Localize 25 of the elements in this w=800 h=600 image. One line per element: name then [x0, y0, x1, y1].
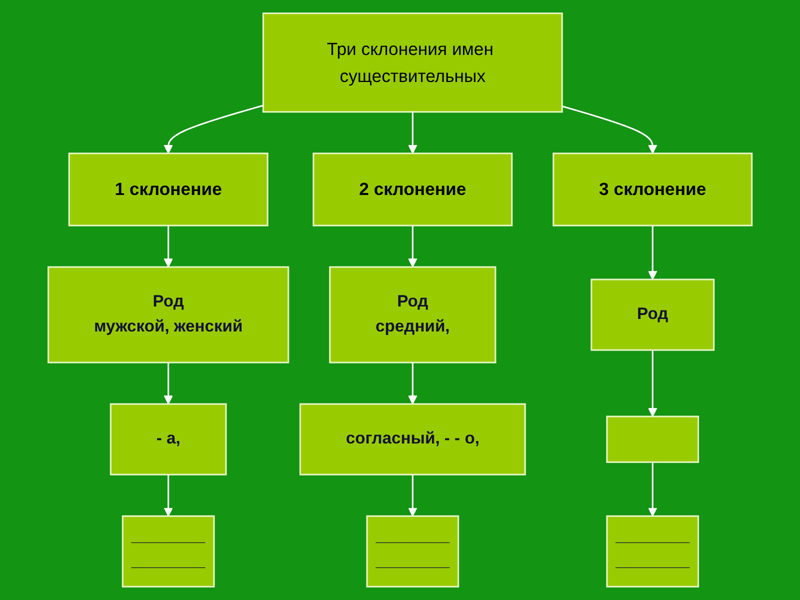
node-box: 1 склонение: [68, 152, 268, 226]
arrow: [648, 226, 658, 280]
node-box: Род мужской, женский: [47, 266, 290, 364]
node-box: ________ ________: [606, 515, 699, 588]
node-box: ________ ________: [122, 515, 215, 588]
arrow: [408, 226, 418, 268]
arrow: [408, 112, 418, 154]
arrow: [648, 462, 658, 517]
node-box: 2 склонение: [312, 152, 513, 226]
node-box: - а,: [110, 403, 227, 476]
arrow: [408, 362, 418, 404]
node-box: ________ ________: [366, 515, 460, 588]
arrow: [562, 105, 658, 154]
arrow: [164, 104, 264, 154]
arrow: [164, 362, 173, 404]
arrow: [648, 350, 658, 417]
node-box: [606, 416, 699, 463]
arrow: [164, 474, 173, 517]
node-box: Род средний,: [329, 266, 496, 364]
node-box: согласный, - - о,: [299, 403, 526, 476]
node-box: 3 склонение: [552, 152, 753, 226]
node-box: Три склонения имен существительных: [262, 12, 563, 113]
arrow: [164, 226, 173, 268]
arrow: [408, 474, 418, 517]
node-box: Род: [590, 278, 715, 351]
